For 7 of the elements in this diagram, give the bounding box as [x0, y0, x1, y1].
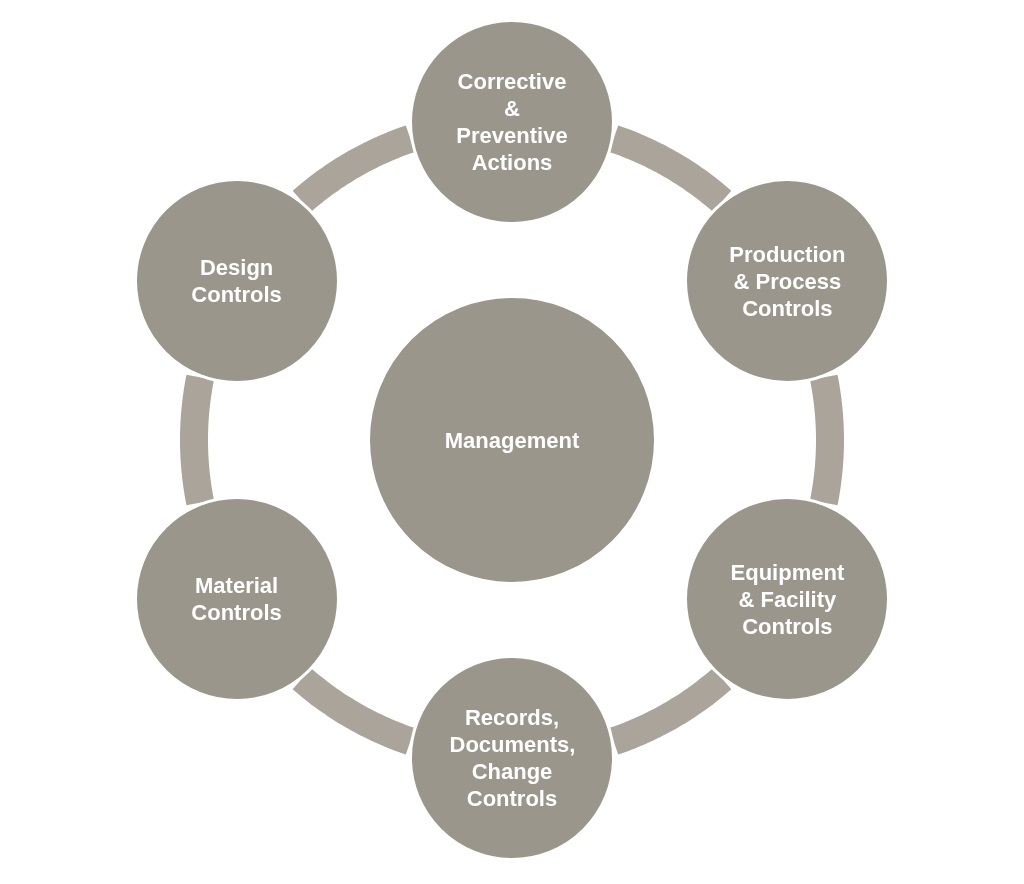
circle-label: Production & Process Controls	[728, 240, 847, 322]
circle-label: Records, Documents, Change Controls	[449, 704, 575, 812]
circle-label: Material Controls	[190, 572, 283, 626]
circle-label: Design Controls	[190, 254, 283, 308]
circle-label: Corrective & Preventive Actions	[455, 68, 569, 176]
circle-label: Equipment & Facility Controls	[729, 558, 846, 640]
circle-label: Management	[443, 426, 581, 454]
